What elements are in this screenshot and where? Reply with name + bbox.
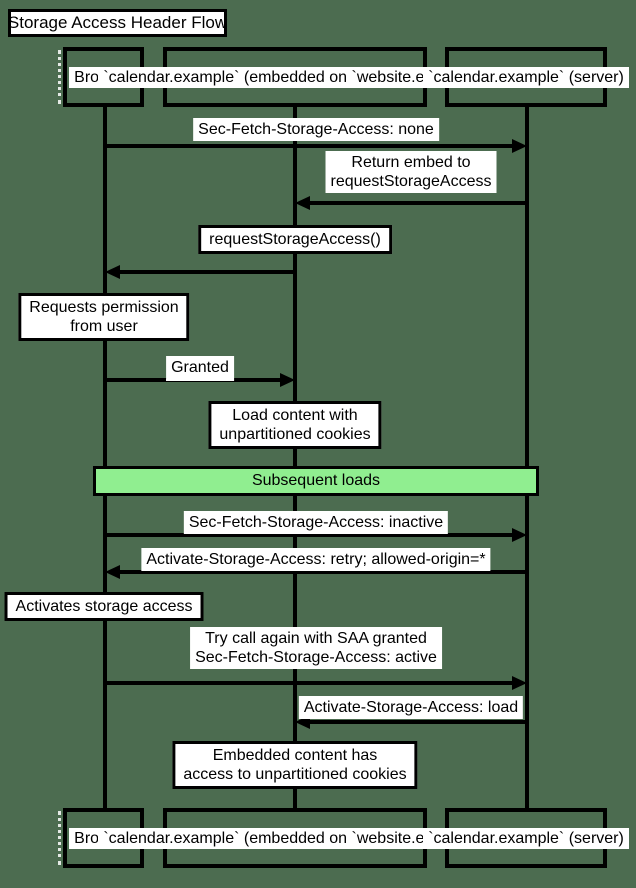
note-text: from user <box>70 318 138 335</box>
message-text: requestStorageAccess <box>330 173 492 190</box>
message-label: Activate-Storage-Access: retry; allowed-… <box>141 548 491 571</box>
arrow-shaft <box>306 201 527 205</box>
lifeline-browser <box>103 107 107 808</box>
arrowhead-right-icon <box>280 373 295 387</box>
actor-text: `calendar.example` <box>103 68 240 86</box>
arrow-browser-to-server <box>105 676 527 690</box>
arrow-shaft <box>105 681 516 685</box>
message-label: Activate-Storage-Access: load <box>298 696 524 719</box>
lifeline-server <box>525 107 529 808</box>
note-text: requestStorageAccess() <box>209 231 381 248</box>
arrowhead-right-icon <box>512 139 527 153</box>
arrowhead-right-icon <box>512 528 527 542</box>
arrow-browser-to-server <box>105 139 527 153</box>
actor-text: `calendar.example` <box>428 68 565 86</box>
lifeline-embed <box>293 107 297 808</box>
arrow-shaft <box>306 720 527 724</box>
arrow-server-to-embed <box>295 196 527 210</box>
message-text: Activate-Storage-Access: load <box>303 699 519 716</box>
note-text: Activates storage access <box>15 598 193 615</box>
actor-box-embed-bottom: `calendar.example` (embedded on `website… <box>98 808 492 868</box>
note-text: access to unpartitioned cookies <box>183 766 407 783</box>
message-text: Activate-Storage-Access: retry; allowed-… <box>146 551 486 568</box>
actor-text: `calendar.example` <box>103 829 240 847</box>
message-label: Sec-Fetch-Storage-Access: inactive <box>183 511 449 534</box>
diagram-title-text: Storage Access Header Flow <box>7 13 228 32</box>
message-text: Sec-Fetch-Storage-Access: none <box>198 121 434 138</box>
note-text: unpartitioned cookies <box>219 426 371 443</box>
diagram-title: Storage Access Header Flow <box>8 9 227 37</box>
message-text: Try call again with SAA granted <box>205 630 427 647</box>
actor-box-server-top: `calendar.example` (server) <box>423 47 629 107</box>
arrow-shaft <box>105 144 516 148</box>
arrow-shaft <box>116 270 295 274</box>
actor-text: `calendar.example` <box>428 829 565 847</box>
arrowhead-left-icon <box>105 565 120 579</box>
note-text: Load content with <box>232 407 358 424</box>
actor-text: (server) <box>568 68 624 86</box>
arrow-server-to-browser <box>105 565 527 579</box>
arrowhead-left-icon <box>105 265 120 279</box>
message-label: Sec-Fetch-Storage-Access: none <box>193 118 439 141</box>
note-request-storage-access: requestStorageAccess() <box>198 225 392 254</box>
actor-label: `calendar.example` (server) <box>423 827 629 849</box>
arrowhead-right-icon <box>512 676 527 690</box>
note-requests-permission: Requests permission from user <box>18 293 190 341</box>
arrow-embed-to-browser <box>105 265 295 279</box>
note-text: Requests permission <box>29 299 179 316</box>
section-band-subsequent-loads: Subsequent loads <box>93 466 539 496</box>
actor-text: (server) <box>568 829 624 847</box>
arrow-browser-to-server <box>105 528 527 542</box>
actor-box-embed-top: `calendar.example` (embedded on `website… <box>98 47 492 107</box>
message-text: Granted <box>171 359 229 376</box>
message-text: Sec-Fetch-Storage-Access: active <box>195 649 437 666</box>
actor-box-server-bottom: `calendar.example` (server) <box>423 808 629 868</box>
section-band-label: Subsequent loads <box>251 472 381 489</box>
note-text: Embedded content has <box>212 747 378 764</box>
note-embedded-content-access: Embedded content has access to unpartiti… <box>172 741 418 789</box>
arrow-shaft <box>105 533 516 537</box>
dotted-edge-artifact <box>58 50 61 104</box>
arrowhead-left-icon <box>295 196 310 210</box>
arrow-shaft <box>116 570 527 574</box>
message-label: Try call again with SAA granted Sec-Fetc… <box>190 627 442 669</box>
message-text: Return embed to <box>351 154 471 171</box>
message-label: Return embed to requestStorageAccess <box>325 151 497 193</box>
arrow-server-to-embed <box>295 715 527 729</box>
actor-label: `calendar.example` (server) <box>423 66 629 88</box>
message-label: Granted <box>166 356 234 381</box>
note-activates-storage-access: Activates storage access <box>4 592 204 621</box>
note-load-content: Load content with unpartitioned cookies <box>208 401 382 449</box>
dotted-edge-artifact <box>58 811 61 865</box>
message-text: Sec-Fetch-Storage-Access: inactive <box>188 514 444 531</box>
